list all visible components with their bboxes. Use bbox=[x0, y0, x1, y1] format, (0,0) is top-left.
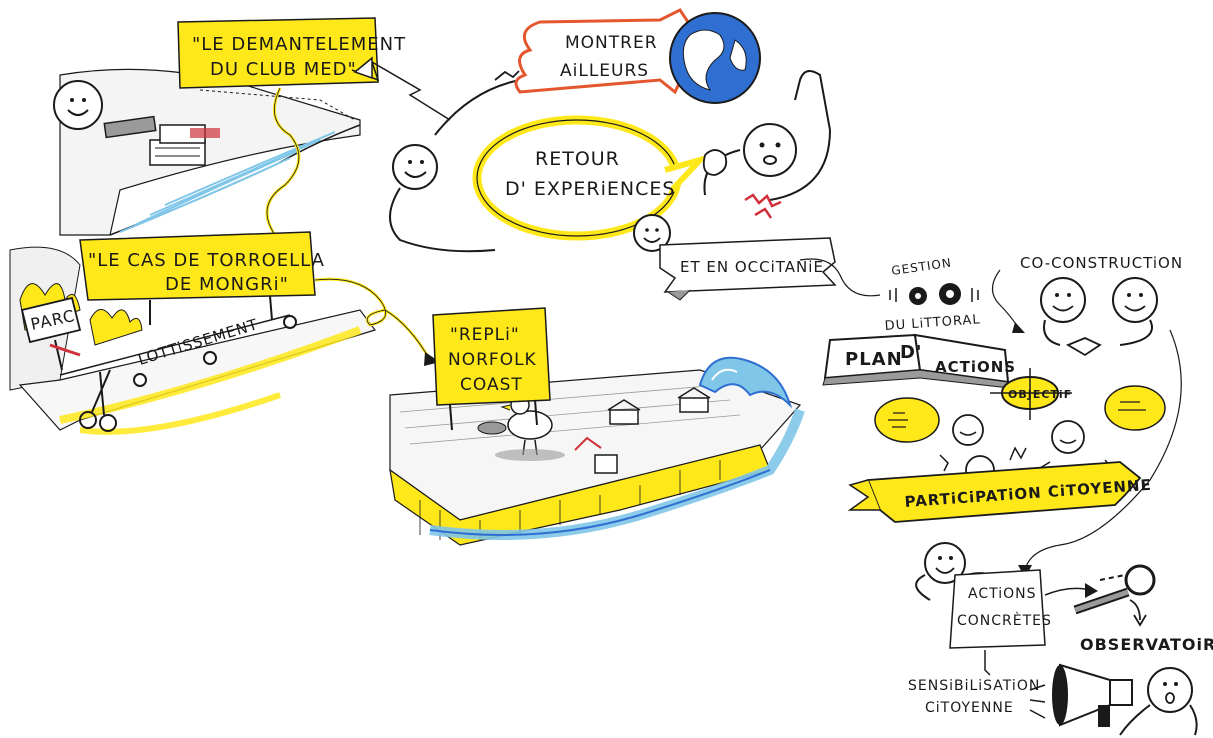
club-med-arrow bbox=[351, 60, 451, 121]
co-construction-label: CO-CONSTRUCTiON bbox=[1020, 254, 1183, 272]
wave-icon bbox=[698, 356, 793, 409]
montrer-line1: MONTRER bbox=[565, 33, 658, 53]
observatoires-label: OBSERVATOiRES bbox=[1080, 635, 1213, 654]
club-med-note: "LE DEMANTELEMENT DU CLUB MED" bbox=[177, 17, 406, 89]
retour-line1: RETOUR bbox=[535, 148, 620, 170]
sensibilisation-line1: SENSiBiLiSATiON bbox=[908, 678, 1040, 694]
gestion-line1: GESTION bbox=[890, 256, 952, 278]
handshake-icon bbox=[1065, 337, 1102, 357]
magnifier-icon bbox=[1073, 564, 1156, 627]
actions-line1: ACTiONS bbox=[968, 586, 1037, 602]
megaphone-icon bbox=[1052, 663, 1133, 727]
actions-line2: CONCRÈTES bbox=[957, 612, 1052, 629]
norfolk-note: "REPLi" NORFOLK COAST bbox=[432, 307, 551, 431]
occitanie-banner: ET EN OCCiTANiE bbox=[659, 237, 881, 301]
globe-icon bbox=[669, 12, 761, 104]
club-med-building-icon bbox=[149, 124, 220, 166]
parc-sign: PARC bbox=[20, 296, 82, 371]
co-construction-cluster: CO-CONSTRUCTiON bbox=[991, 254, 1183, 357]
montrer-arrow bbox=[514, 8, 702, 95]
sea-stripes bbox=[119, 131, 336, 233]
gestion-line2: DU LiTTORAL bbox=[884, 312, 981, 334]
plan-word3: ACTiONS bbox=[935, 358, 1016, 376]
center-cluster: RETOUR D' EXPERiENCES MONTRER AiLLEURS bbox=[389, 8, 832, 253]
torroella-title-line2: DE MONGRi" bbox=[165, 274, 289, 295]
scissors-icon bbox=[79, 369, 117, 432]
club-med-scene bbox=[53, 68, 361, 236]
telescope-icon bbox=[103, 115, 157, 139]
participants-cluster bbox=[874, 385, 1166, 486]
observer-character bbox=[53, 80, 157, 139]
book-icon: PLAN D' ACTiONS bbox=[822, 333, 1016, 389]
target-icon: OBJECTiF bbox=[990, 368, 1072, 420]
norfolk-title-line3: COAST bbox=[460, 375, 523, 395]
sensibilisation-line2: CiTOYENNE bbox=[925, 700, 1014, 716]
actions-cluster: ACTiONS CONCRÈTES bbox=[915, 542, 1098, 676]
club-med-title-line1: "LE DEMANTELEMENT bbox=[192, 34, 406, 55]
norfolk-scene bbox=[389, 356, 805, 546]
gears-icon bbox=[889, 283, 979, 305]
occitanie-label: ET EN OCCiTANiE bbox=[680, 258, 824, 276]
retour-line2: D' EXPERiENCES bbox=[505, 178, 675, 200]
gestion-cluster: GESTION DU LiTTORAL bbox=[884, 256, 981, 334]
seagull-icon bbox=[495, 395, 565, 461]
norfolk-title-line2: NORFOLK bbox=[448, 350, 537, 370]
norfolk-title-line1: "REPLi" bbox=[450, 325, 520, 345]
torroella-title-line1: "LE CAS DE TORROELLA bbox=[88, 250, 325, 271]
club-med-title-line2: DU CLUB MED" bbox=[210, 59, 357, 80]
plan-word2: D' bbox=[900, 342, 922, 363]
objectif-label: OBJECTiF bbox=[1008, 388, 1072, 401]
plan-word1: PLAN bbox=[845, 349, 903, 370]
torroella-note: "LE CAS DE TORROELLA DE MONGRi" bbox=[79, 231, 325, 325]
montrer-line2: AiLLEURS bbox=[560, 61, 649, 81]
